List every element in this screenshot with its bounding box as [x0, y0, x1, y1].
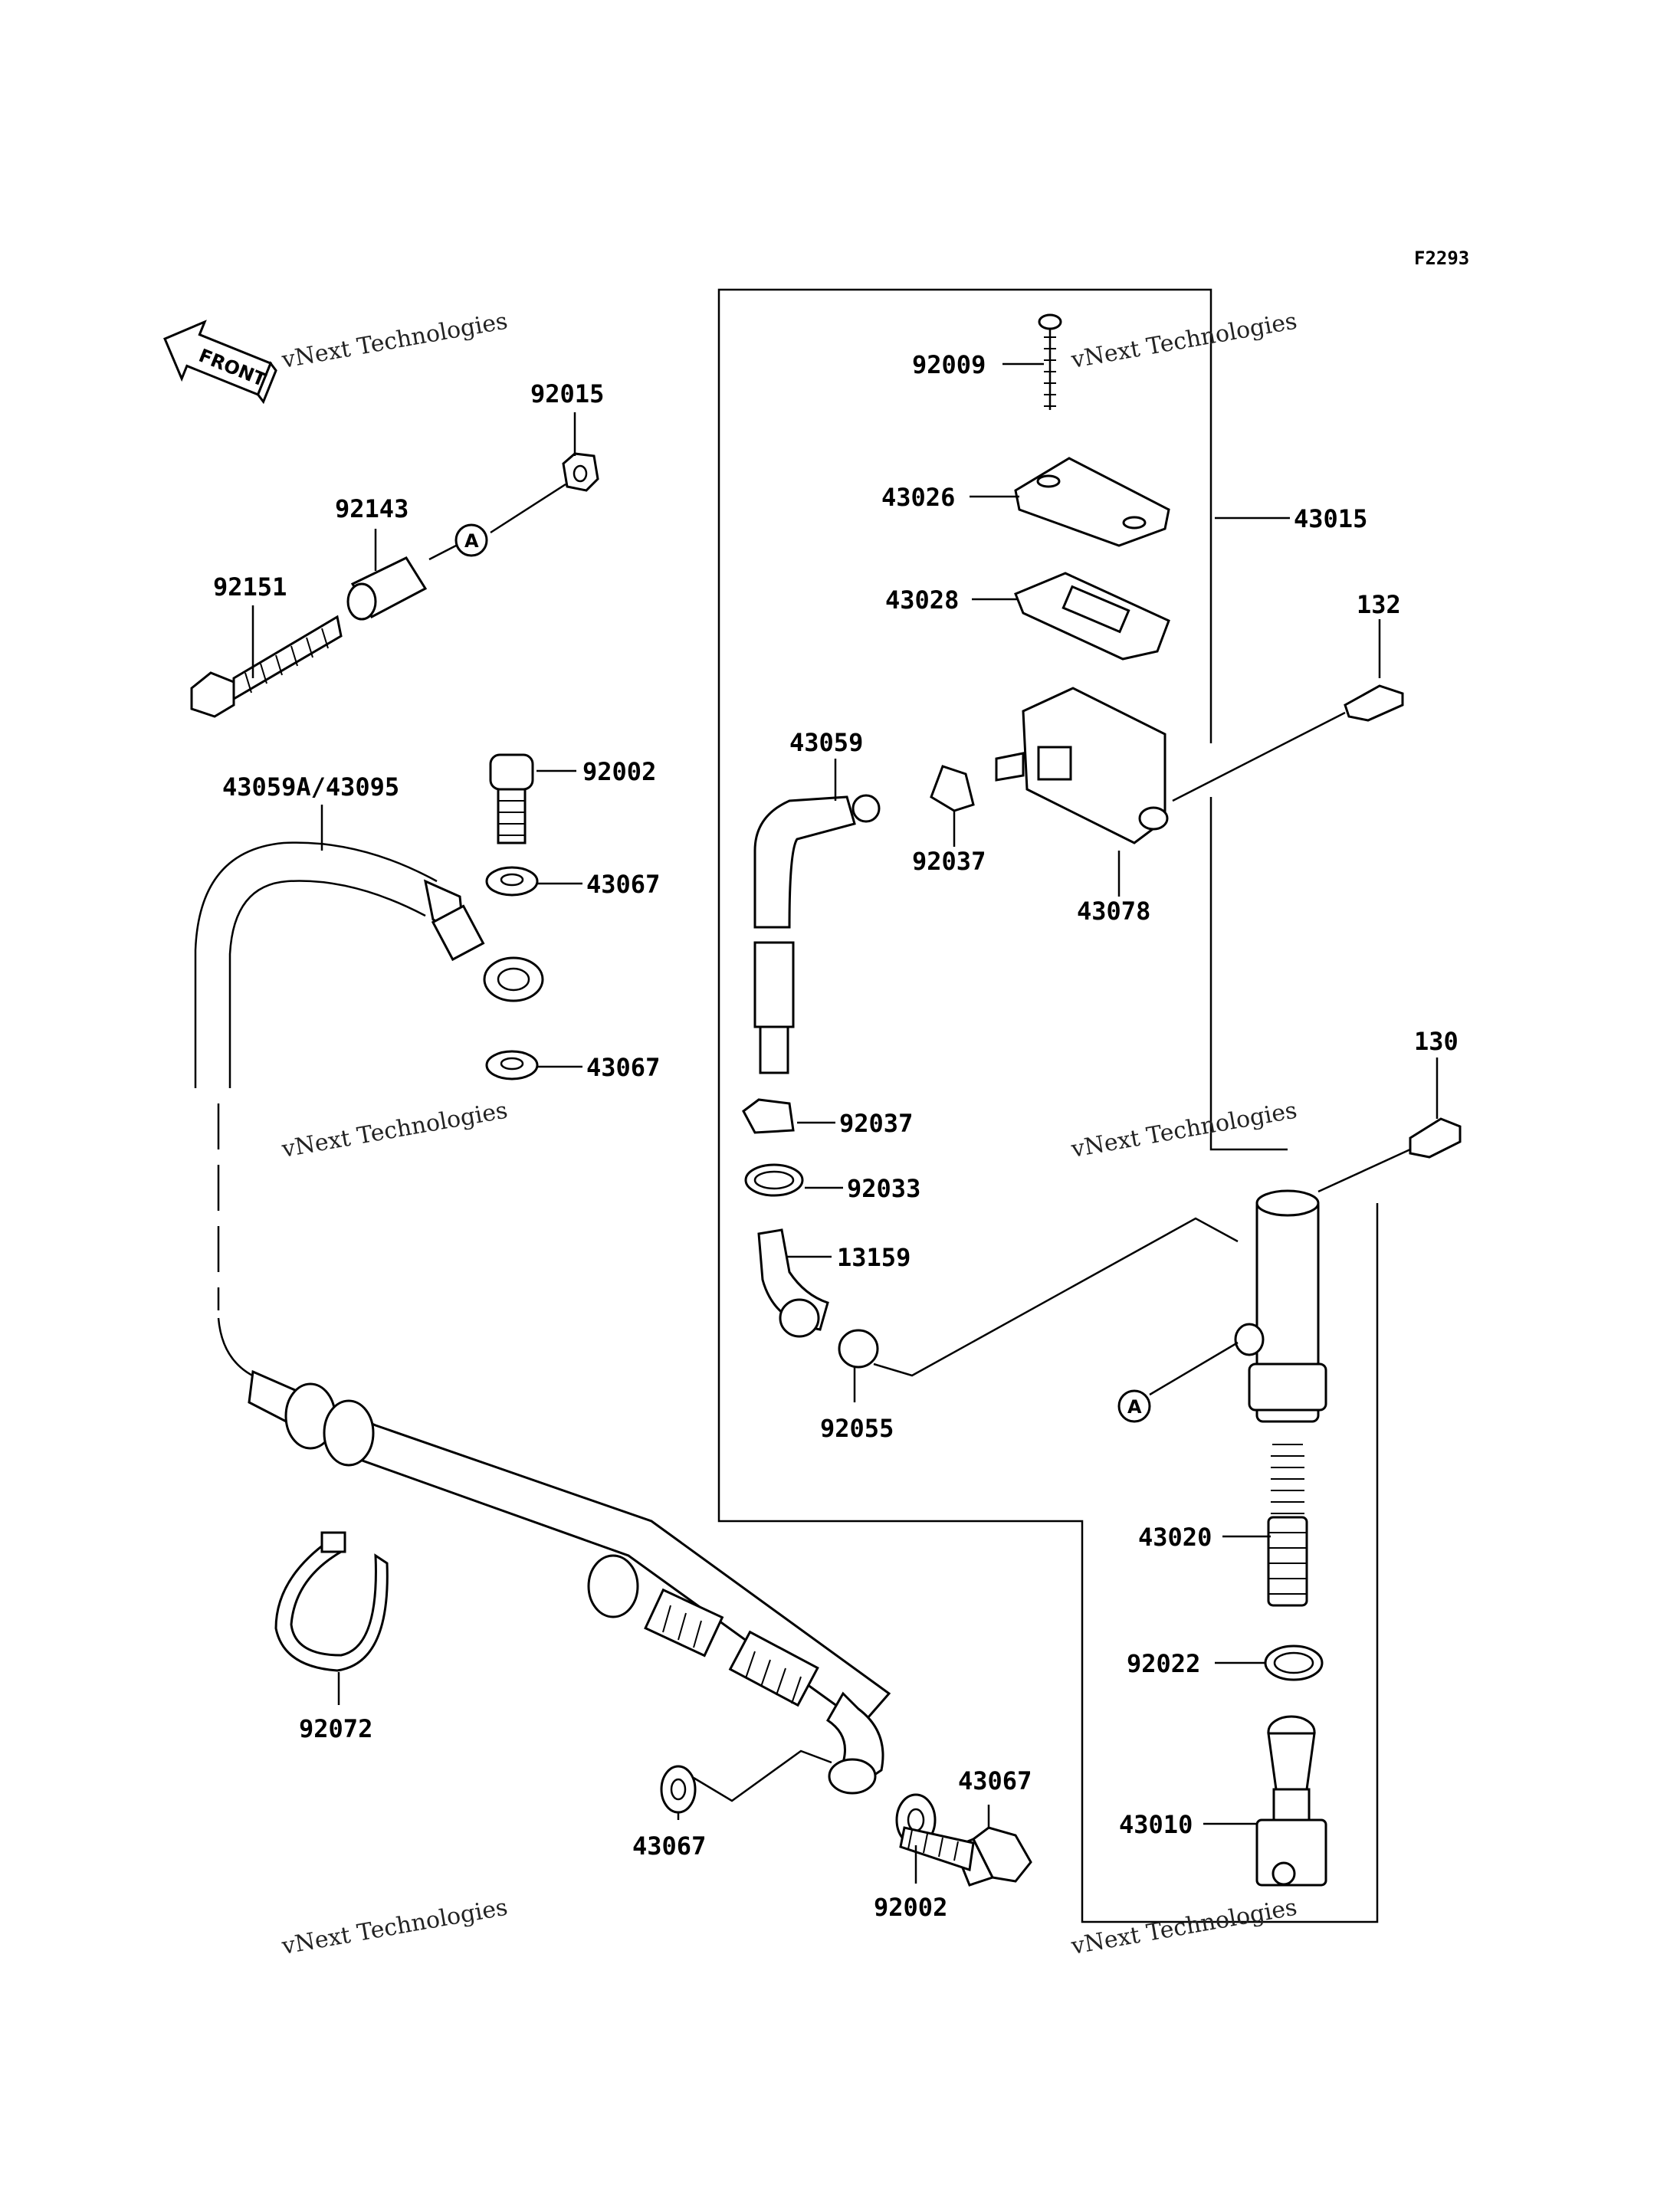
watermark-6: vNext Technologies	[1068, 1894, 1299, 1960]
o-ring-92055	[838, 1217, 1239, 1377]
band-clamp-92072	[274, 1531, 389, 1672]
label-92033: 92033	[847, 1174, 920, 1203]
label-92037-top: 92037	[912, 847, 986, 876]
svg-text:vNext Technologies: vNext Technologies	[1068, 308, 1299, 374]
bolt-130	[1317, 1117, 1462, 1193]
bolt-132	[1172, 684, 1404, 802]
label-130: 130	[1414, 1027, 1459, 1056]
svg-text:A: A	[1127, 1396, 1142, 1418]
kit-box-outline	[717, 288, 1379, 1923]
label-43028: 43028	[885, 585, 959, 615]
circlip-92022	[1264, 1644, 1324, 1681]
label-43067-b: 43067	[586, 1053, 660, 1082]
front-arrow-icon: FRONT	[163, 320, 277, 405]
brake-hose-43059A	[194, 841, 891, 1795]
label-92072: 92072	[299, 1714, 372, 1743]
watermark-3: vNext Technologies	[279, 1097, 510, 1163]
label-43059A-43095: 43059A/43095	[222, 772, 399, 802]
spring-piston-43020	[1267, 1444, 1308, 1607]
label-43059: 43059	[789, 728, 863, 757]
watermark-5: vNext Technologies	[279, 1894, 510, 1960]
ref-circle-a-left: A	[428, 523, 488, 561]
banjo-bolt-92002-top	[489, 753, 534, 844]
washer-43067-c	[660, 1749, 832, 1814]
label-43067-a: 43067	[586, 870, 660, 899]
reservoir-cover-43026	[1014, 457, 1170, 547]
figure-id: F2293	[1414, 248, 1469, 269]
label-43020: 43020	[1138, 1523, 1212, 1552]
clip-92037-top	[930, 765, 975, 812]
nut-92015	[490, 452, 599, 534]
push-rod-43010	[1255, 1715, 1327, 1887]
label-43015: 43015	[1294, 504, 1367, 533]
screw-92009	[1038, 313, 1062, 410]
master-cylinder	[1149, 1189, 1327, 1423]
label-43010: 43010	[1119, 1810, 1193, 1839]
label-92015: 92015	[530, 379, 604, 408]
elbow-13159	[757, 1228, 829, 1338]
label-43067-c: 43067	[632, 1831, 706, 1861]
label-43026: 43026	[881, 483, 955, 512]
label-92055: 92055	[820, 1414, 894, 1443]
watermark-4: vNext Technologies	[1068, 1097, 1299, 1163]
svg-text:vNext Technologies: vNext Technologies	[1068, 1097, 1299, 1163]
clip-92037-bottom	[742, 1098, 795, 1134]
washer-43067-a	[485, 866, 539, 897]
circlip-92033	[744, 1163, 804, 1197]
label-92009: 92009	[912, 350, 986, 379]
label-43067-d: 92002	[874, 1893, 947, 1922]
diaphragm-43028	[1014, 572, 1170, 661]
label-13159: 13159	[837, 1243, 911, 1272]
svg-text:vNext Technologies: vNext Technologies	[279, 308, 510, 374]
label-92002-top: 92002	[582, 757, 656, 786]
collar-92143	[346, 556, 428, 621]
label-132: 132	[1357, 590, 1401, 619]
part-labels: 92009 43026 43015 43028 132 43059 92037 …	[213, 350, 1459, 1922]
svg-text:vNext Technologies: vNext Technologies	[279, 1097, 510, 1163]
bolt-92151	[190, 615, 343, 718]
label-43078: 43078	[1077, 897, 1150, 926]
watermark-2: vNext Technologies	[1068, 308, 1299, 374]
master-cylinder-body-43078	[995, 687, 1169, 844]
svg-text:vNext Technologies: vNext Technologies	[279, 1894, 510, 1960]
label-92037-bottom: 92037	[839, 1109, 913, 1138]
banjo-bolt-92002-bottom	[899, 1826, 1032, 1887]
svg-text:A: A	[464, 530, 479, 552]
label-92022: 92022	[1127, 1649, 1200, 1678]
label-92151: 92151	[213, 572, 287, 602]
hose-43059	[753, 794, 881, 1074]
watermark-1: vNext Technologies	[279, 308, 510, 374]
label-92002-bottom: 43067	[958, 1766, 1032, 1795]
leader-lines	[251, 362, 1439, 1884]
label-92143: 92143	[335, 494, 409, 523]
ref-circle-a-right: A	[1117, 1389, 1151, 1423]
washer-43067-b	[485, 1050, 539, 1080]
svg-text:vNext Technologies: vNext Technologies	[1068, 1894, 1299, 1960]
